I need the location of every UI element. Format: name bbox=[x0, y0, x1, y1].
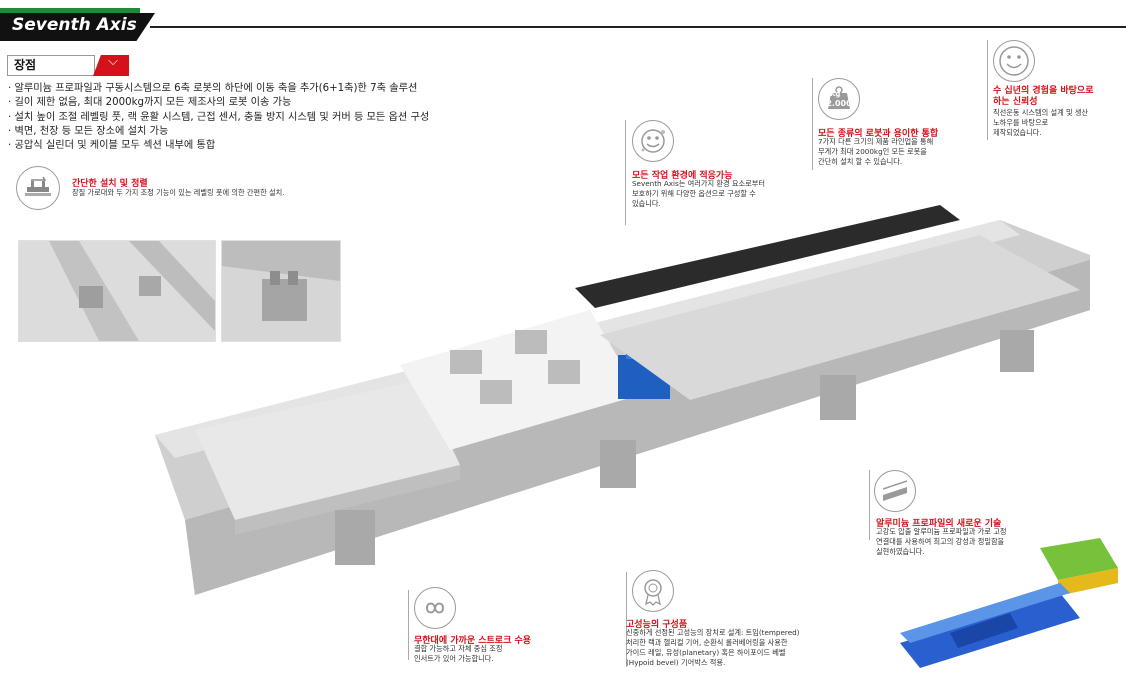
advantages-list: 알루미늄 프로파일과 구동시스템으로 6축 로봇의 하단에 이동 축을 추가(6… bbox=[8, 82, 429, 153]
feature-profile-desc: 고강도 압출 알루미늄 프로파일과 가로 고정 연결대를 사용하여 최고의 강성… bbox=[876, 527, 1007, 556]
section-tab[interactable] bbox=[7, 55, 95, 76]
weight-badge: 2.000 bbox=[826, 99, 852, 108]
header-title-bar bbox=[0, 13, 155, 41]
list-item: 벽면, 천장 등 모든 장소에 설치 가능 bbox=[8, 125, 429, 139]
inset-photo-levelling-foot bbox=[221, 240, 341, 342]
environment-icon bbox=[632, 120, 674, 162]
feature-experience-title: 수 십년의 경험을 바탕으로 하는 신뢰성 bbox=[993, 86, 1094, 107]
callout-line bbox=[987, 40, 988, 140]
profile-stress-illustration bbox=[900, 538, 1118, 668]
feature-quality-desc: 신중하게 선정된 고성능의 장치로 설계: 트임(tempered) 처리한 랙… bbox=[626, 628, 800, 667]
feature-environment-title: 모든 작업 환경에 적응가능 bbox=[632, 171, 733, 181]
feature-stroke-desc: 결합 가능하고 자체 중심 조정 인서트가 있어 가능합니다. bbox=[414, 644, 503, 663]
feature-profile-title: 알루미늄 프로파일의 새로운 기술 bbox=[876, 519, 1002, 529]
level-install-icon bbox=[16, 166, 60, 210]
feature-install-title: 간단한 설치 및 정렬 bbox=[72, 179, 148, 189]
section-tab-label: 장점 bbox=[14, 58, 37, 72]
weight-unit: Kg bbox=[830, 90, 841, 98]
inset-photo-frame bbox=[18, 240, 216, 342]
header-rule bbox=[150, 26, 1126, 28]
callout-line bbox=[408, 590, 409, 660]
list-item: 길이 제한 없음, 최대 2000kg까지 모든 제조사의 로봇 이송 가능 bbox=[8, 96, 429, 110]
infinity-icon bbox=[414, 587, 456, 629]
feature-environment-desc: Seventh Axis는 여러가지 환경 요소로부터 보호하기 위해 다양한 … bbox=[632, 179, 765, 208]
callout-line bbox=[625, 120, 626, 225]
feature-robots-desc: 7가지 다른 크기의 제품 라인업을 통해 무게가 최대 2000kg인 모든 … bbox=[818, 137, 934, 166]
profile-icon bbox=[874, 470, 916, 512]
feature-experience-desc: 직선운동 시스템의 설계 및 생산 노하우를 바탕으로 제작되었습니다. bbox=[993, 108, 1089, 137]
smiley-icon bbox=[993, 40, 1035, 82]
feature-install-desc: 장질 가로대와 두 가지 조정 기능이 있는 레벨링 풋에 의한 간편한 설치. bbox=[72, 188, 285, 197]
feature-robots-title: 모든 종류의 로봇과 용이한 통합 bbox=[818, 129, 939, 139]
feature-stroke-title: 무한대에 가까운 스트로크 수용 bbox=[414, 636, 532, 646]
section-toggle-button[interactable] bbox=[93, 55, 129, 76]
callout-line bbox=[869, 470, 870, 540]
list-item: 공압식 실린더 및 케이블 모두 섹션 내부에 통합 bbox=[8, 139, 429, 153]
seventh-axis-illustration bbox=[155, 205, 1090, 595]
header-accent-stripe bbox=[0, 8, 140, 13]
callout-line bbox=[626, 572, 627, 667]
callout-line bbox=[812, 78, 813, 170]
feature-quality-title: 고성능의 구성품 bbox=[626, 620, 688, 630]
list-item: 알루미늄 프로파일과 구동시스템으로 6축 로봇의 하단에 이동 축을 추가(6… bbox=[8, 82, 429, 96]
weight-icon bbox=[818, 78, 860, 120]
chevron-down-icon[interactable]: ⌵ bbox=[108, 54, 118, 69]
list-item: 설치 높이 조절 레벨링 풋, 랙 윤활 시스템, 근접 센서, 충돌 방지 시… bbox=[8, 111, 429, 125]
medal-icon bbox=[632, 570, 674, 612]
page-title: Seventh Axis bbox=[12, 15, 137, 35]
